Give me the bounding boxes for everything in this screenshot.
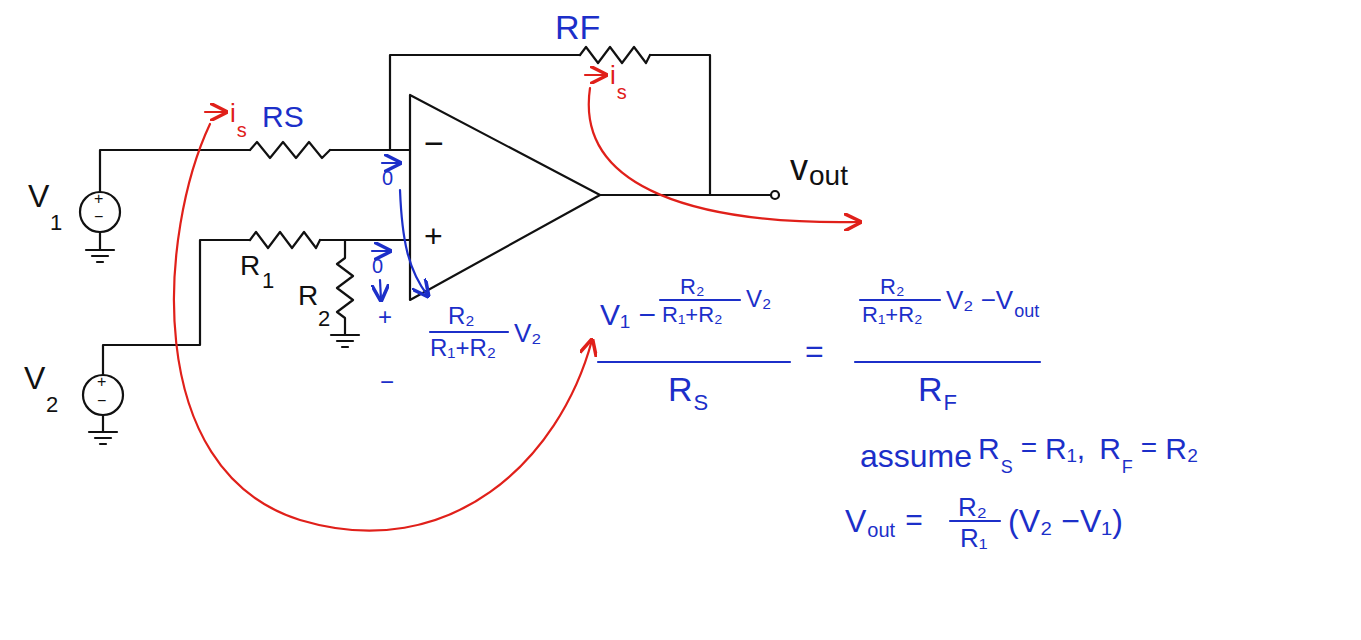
handwritten-label: + [424,220,443,252]
handwritten-label: R₁+R₂ [662,304,723,326]
handwritten-label: 1 [50,212,62,234]
handwritten-label: R [298,282,318,310]
handwritten-label: s [237,120,247,140]
handwritten-label: R₂ [958,494,987,520]
handwritten-label: S [694,392,709,414]
leader-curve [174,124,592,531]
terminal [771,191,779,199]
opamp-symbol [410,95,600,300]
wire [100,150,250,192]
handwritten-label: v [790,150,808,186]
leader-curve [400,190,428,296]
voltage-source-symbol [80,192,120,232]
fraction-bar [430,331,508,333]
handwritten-label: RS [262,102,304,132]
handwritten-label: i [230,100,236,126]
handwritten-label: R [668,372,693,406]
handwritten-label: R₁ [960,525,988,551]
current-arrow [372,250,390,252]
circuit-wires [80,47,779,444]
handwritten-label: s [617,82,627,102]
fraction-bar [660,299,740,301]
handwritten-label: R [240,252,260,280]
handwritten-label: − [97,393,106,409]
handwritten-label: 2 [318,308,330,330]
handwritten-label: V [845,505,866,537]
fraction-bar [860,299,940,301]
handwritten-label: 0 [382,168,393,188]
handwritten-label: V₂ [514,320,541,346]
handwritten-label: − [424,126,444,160]
resistor-symbol [580,47,650,63]
handwritten-label: out [867,520,895,540]
handwritten-label: − [380,370,394,394]
handwritten-label: R₂ [880,276,904,298]
handwritten-label: F [944,392,957,414]
resistor-symbol [337,240,353,335]
current-arrow [382,162,400,164]
wire [330,149,410,151]
resistor-symbol [250,142,330,158]
handwritten-label: assume [860,440,972,472]
handwritten-label: R [1099,434,1121,464]
handwritten-label: = [805,335,824,367]
voltage-source-symbol [83,375,123,415]
handwritten-label: + [378,305,392,329]
handwritten-label: − [94,209,103,225]
handwritten-label: out [809,162,848,190]
handwritten-label: 2 [46,394,58,416]
wire [650,55,710,195]
fraction-bar [950,520,1000,522]
wire [102,415,104,432]
handwritten-label: 0 [372,256,383,276]
handwritten-label: R [978,434,1000,464]
handwritten-label: R₁+R₂ [862,304,923,326]
handwritten-label: out [1014,302,1039,320]
leader-curve [589,88,860,222]
handwritten-label: = [1141,434,1157,462]
handwritten-label: R [918,372,943,406]
handwritten-label: R₁, [1045,434,1085,464]
handwritten-label: = [905,505,923,535]
fraction-bar [855,361,1040,363]
resistor-symbol [250,232,320,248]
handwritten-label: (V₂ −V₁) [1008,505,1123,537]
handwritten-label: F [1122,458,1133,476]
wire [320,239,410,241]
current-arrow [205,111,226,113]
handwritten-label: V₂ −V [946,287,1013,313]
current-arrow [585,74,606,76]
handwritten-label: = [1021,434,1037,462]
handwritten-label: + [94,191,103,207]
leader-curve [380,280,381,300]
wire [99,232,101,250]
handwritten-label: V [24,362,45,394]
handwritten-label: V₁ − [600,300,656,330]
handwritten-label: V [28,180,49,212]
current-arrows [174,75,860,531]
handwritten-label: RF [555,10,600,44]
handwritten-label: i [610,62,616,88]
handwritten-label: R₂ [448,304,475,328]
handwritten-label: R₂ [1165,434,1198,464]
handwritten-label: V₂ [746,287,771,311]
wire [600,194,771,196]
handwritten-label: R₁+R₂ [430,336,496,360]
handwritten-label: R₂ [680,276,704,298]
handwritten-label: S [1001,458,1013,476]
wire [390,55,580,150]
blue-arrows [372,163,1040,521]
handwritten-label: 1 [262,270,274,292]
handwritten-label: + [97,374,106,390]
ground-symbol [86,250,359,444]
fraction-bar [598,361,790,363]
